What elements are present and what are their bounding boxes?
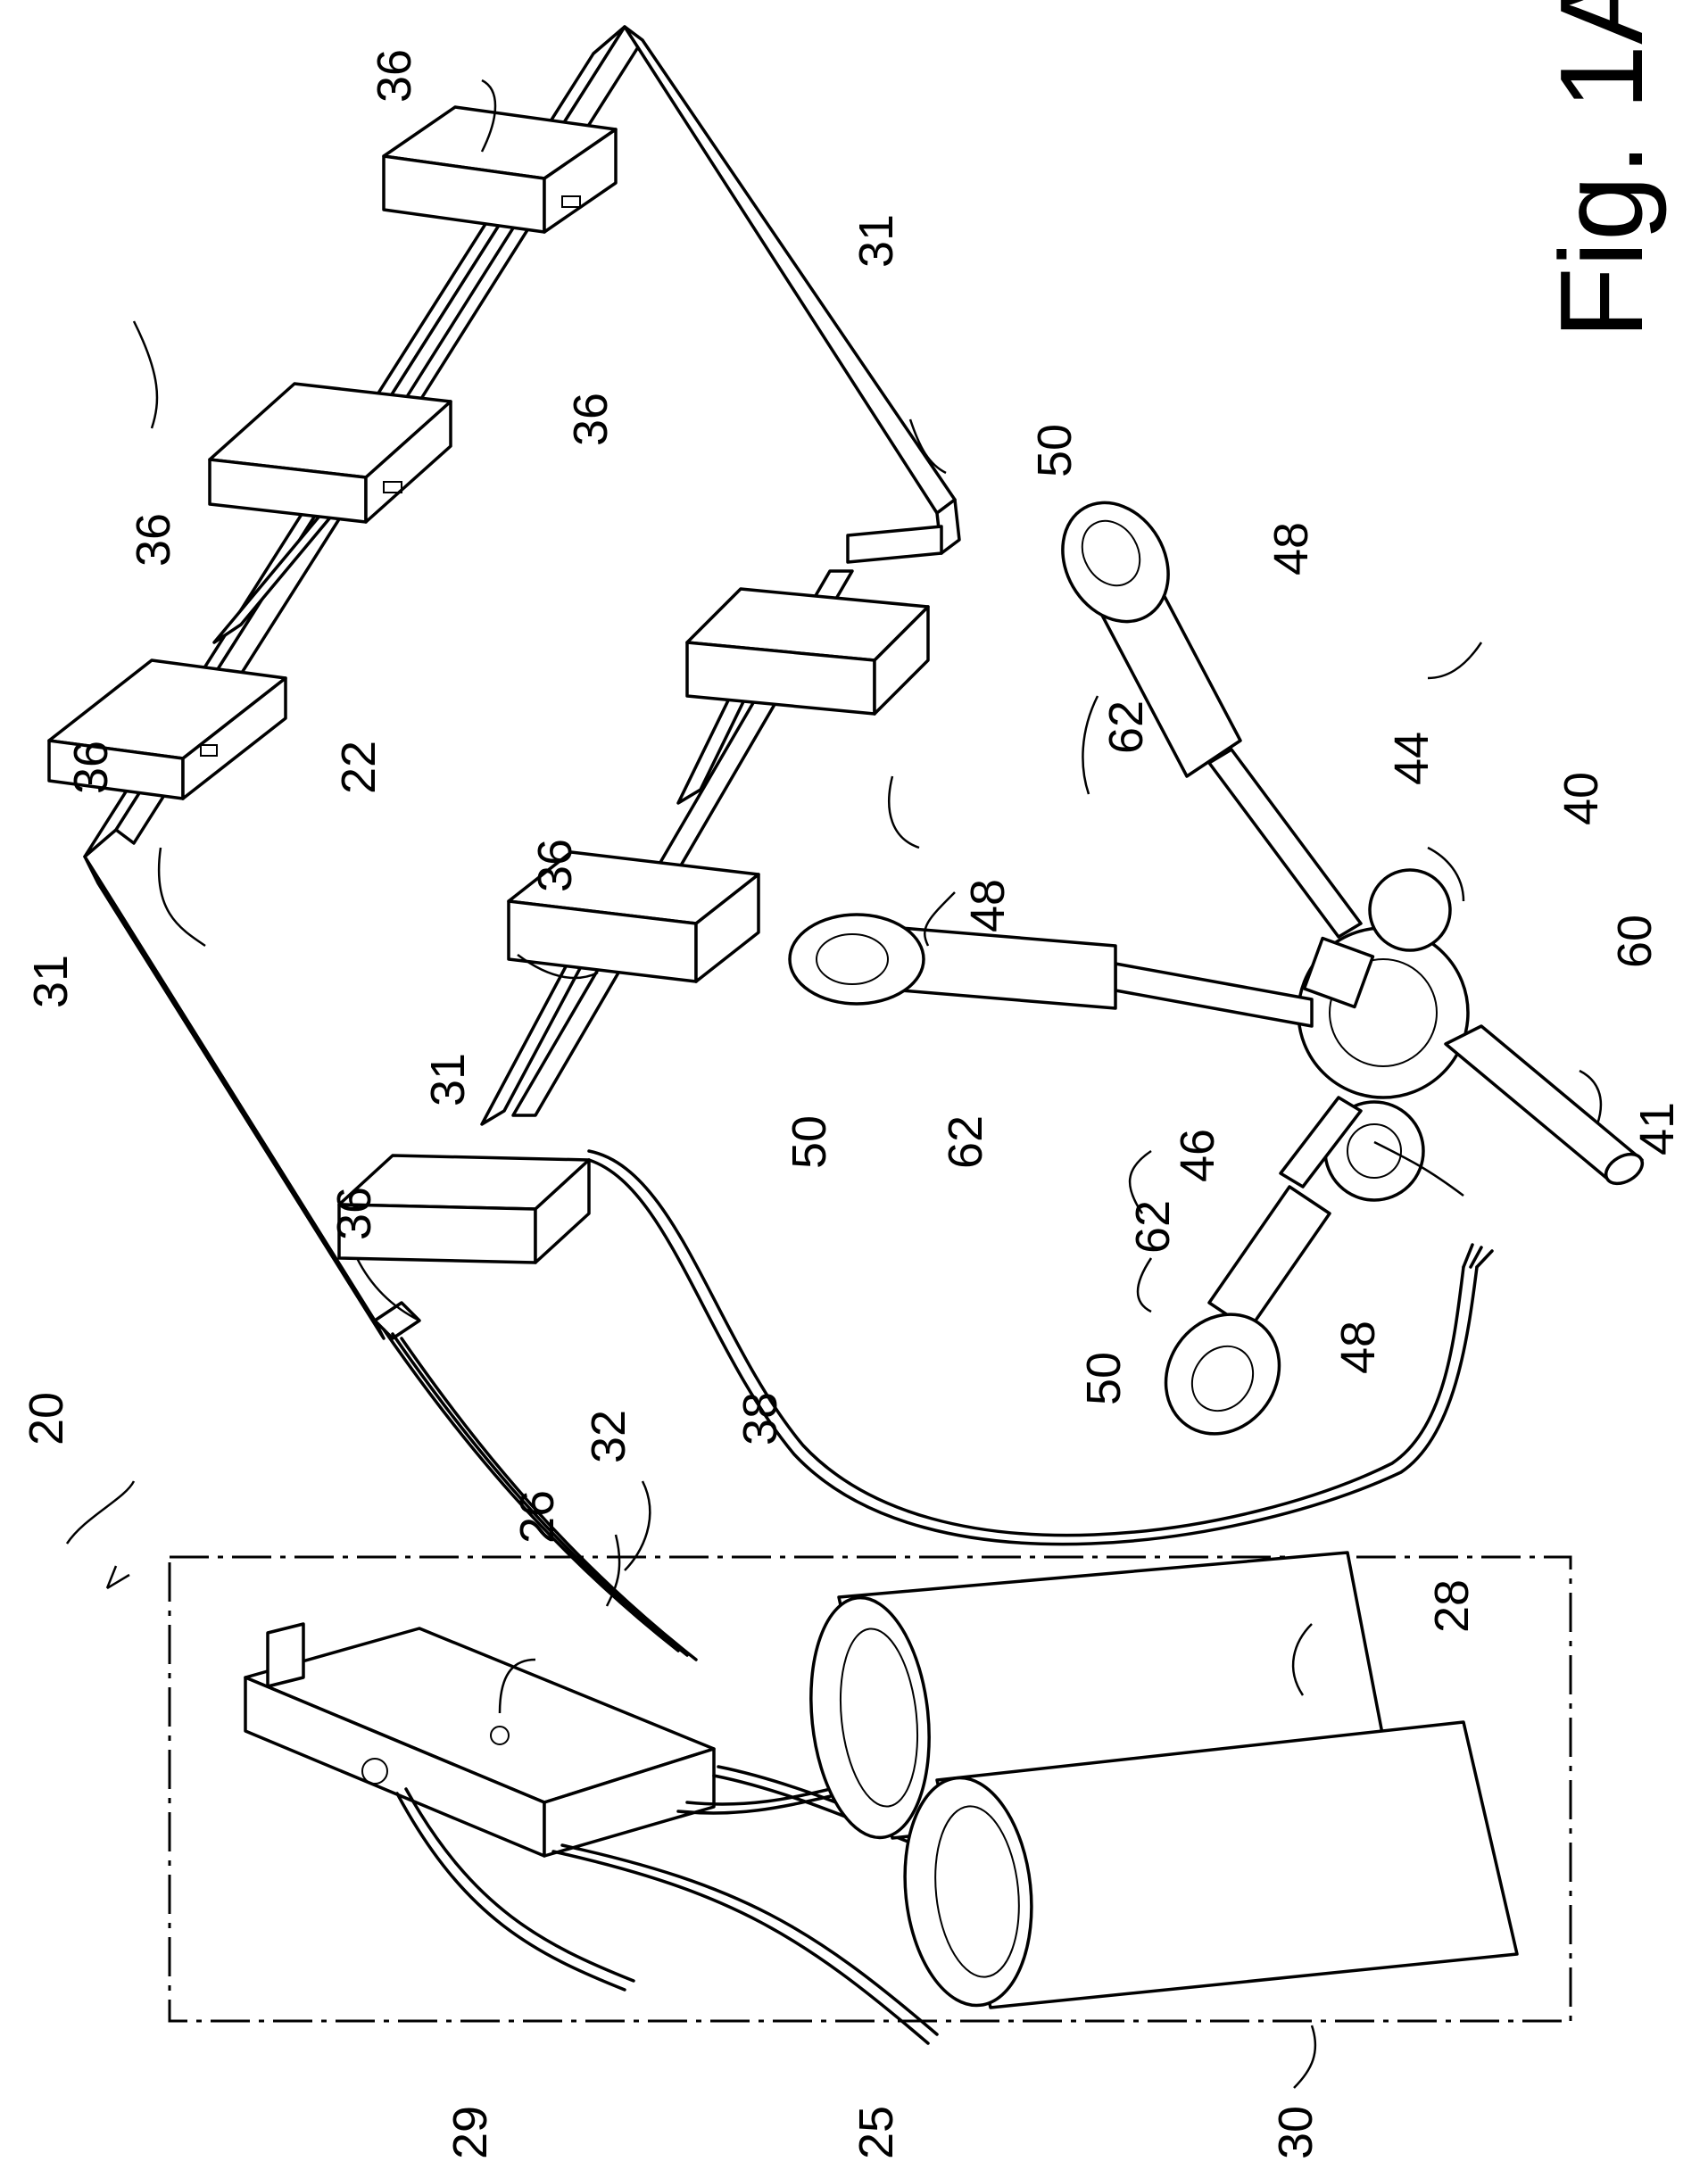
label-48-a: 48: [1264, 522, 1318, 576]
handle-48-b: [901, 928, 1115, 1008]
label-26: 26: [510, 1490, 564, 1544]
label-62-c: 62: [1126, 1200, 1180, 1254]
label-36-e: 36: [564, 393, 618, 446]
label-46: 46: [1171, 1129, 1224, 1182]
label-38: 38: [734, 1392, 787, 1445]
head-50-c: [1143, 1292, 1303, 1456]
figure-title: Fig. 1A: [1536, 0, 1667, 339]
label-36-f: 36: [368, 49, 421, 103]
module-36-b: [210, 384, 451, 522]
arm-46: [1115, 964, 1312, 1026]
label-50-a: 50: [1028, 424, 1082, 477]
label-44: 44: [1385, 732, 1439, 785]
label-22: 22: [332, 741, 386, 794]
label-36-b: 36: [328, 1187, 381, 1240]
hub-44: [1370, 870, 1450, 950]
shaft-41: [1446, 1026, 1642, 1178]
head-50-b: [790, 915, 924, 1004]
label-36-a: 36: [64, 741, 118, 794]
label-29: 29: [444, 2106, 497, 2159]
label-62-b: 62: [939, 1115, 992, 1169]
label-32: 32: [582, 1410, 635, 1463]
label-50-b: 50: [783, 1115, 836, 1169]
label-25: 25: [850, 2106, 903, 2159]
line-25: [553, 1845, 937, 2043]
label-30: 30: [1269, 2106, 1322, 2159]
label-60: 60: [1608, 915, 1662, 968]
label-36-c: 36: [127, 513, 180, 567]
module-36-c: [384, 107, 616, 232]
handle-48-c: [1209, 1187, 1330, 1329]
label-48-c: 48: [1331, 1321, 1385, 1374]
label-31-c: 31: [850, 214, 903, 268]
label-20: 20: [20, 1392, 73, 1445]
label-31-b: 31: [421, 1053, 475, 1106]
label-40: 40: [1555, 772, 1608, 825]
label-31-a: 31: [24, 955, 78, 1008]
label-28: 28: [1425, 1579, 1479, 1633]
control-box-26: [245, 1624, 714, 1856]
label-48-b: 48: [961, 879, 1015, 932]
module-36-d: [687, 589, 928, 714]
label-36-d: 36: [528, 839, 582, 892]
label-62-a: 62: [1099, 700, 1153, 754]
label-41: 41: [1630, 1102, 1684, 1155]
label-50-c: 50: [1077, 1352, 1131, 1405]
